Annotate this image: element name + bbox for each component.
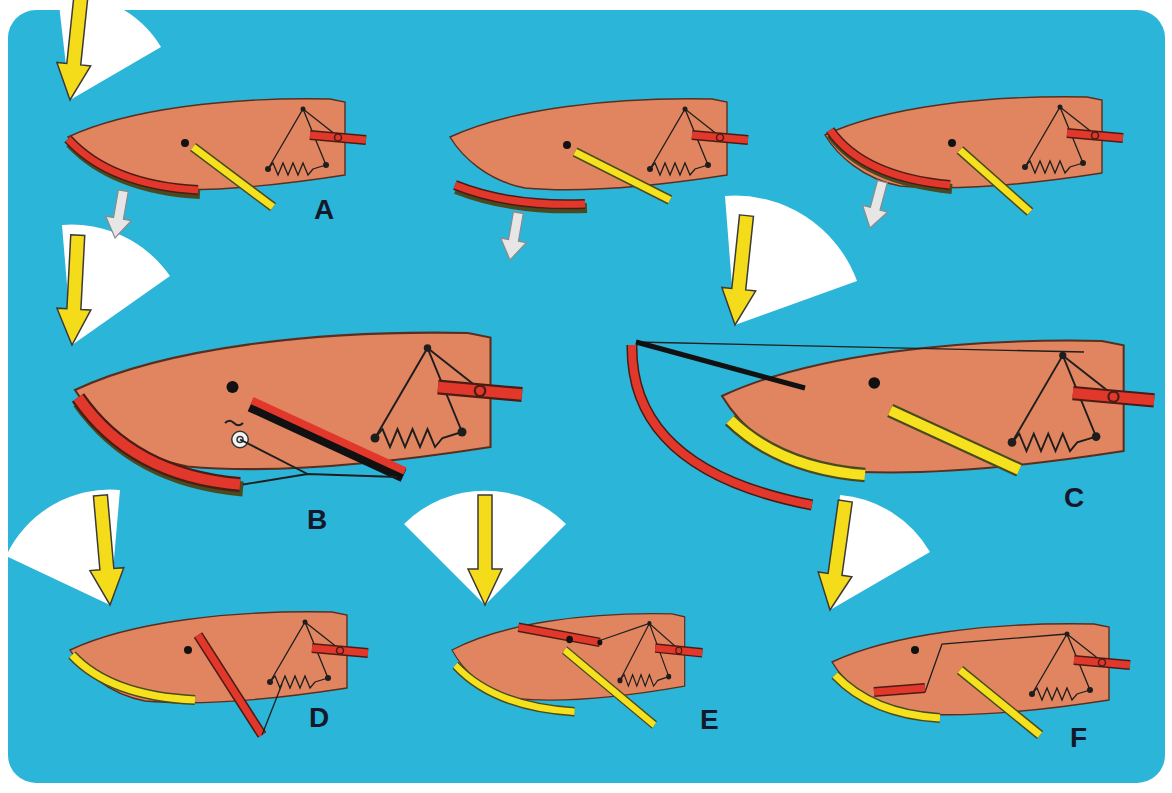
wing-section	[68, 99, 366, 207]
wing-section	[600, 623, 650, 640]
wing-section	[868, 377, 880, 389]
wing-section	[825, 97, 1102, 188]
airflow-arrow	[53, 0, 862, 612]
airflow-arrow	[83, 494, 126, 607]
panel-letter: F	[1070, 724, 1087, 752]
wing-section	[267, 620, 368, 689]
panel-letter: B	[307, 506, 327, 534]
wing-section	[565, 650, 655, 725]
wing-section	[960, 150, 1030, 212]
wing-section	[832, 624, 1130, 735]
wing-section	[243, 474, 398, 485]
wing-section	[455, 665, 574, 712]
wing-section	[78, 398, 240, 485]
wing-section	[518, 627, 599, 642]
wing-section	[450, 99, 748, 209]
wing-section	[597, 640, 602, 646]
wing-section	[70, 612, 368, 735]
wing-section	[563, 141, 571, 149]
wing-section	[874, 688, 925, 692]
wing-section	[68, 139, 198, 190]
wing-section	[948, 139, 956, 147]
wing-section	[240, 440, 308, 475]
wing-section	[565, 650, 655, 725]
panel-letter: E	[700, 706, 719, 734]
downwash-arrow	[857, 178, 895, 231]
wing-section	[647, 107, 748, 176]
wing-section	[830, 130, 950, 185]
airflow-arrow	[55, 234, 95, 346]
wing-section	[455, 185, 585, 204]
wing-section	[193, 147, 273, 207]
wing-section	[617, 621, 702, 686]
angle-sector	[404, 491, 566, 605]
wing-section	[252, 401, 405, 472]
downwash-arrow	[102, 178, 895, 262]
wing-section	[730, 420, 865, 475]
wing-section	[835, 675, 940, 718]
wing-section	[874, 688, 925, 692]
wing-section	[835, 675, 940, 718]
airflow-arrow	[718, 214, 763, 327]
background-panel	[8, 10, 1165, 783]
wing-section	[566, 636, 573, 644]
extended-flap	[636, 342, 805, 388]
wing-section	[518, 627, 599, 642]
wing-section	[960, 670, 1040, 735]
wing-section	[198, 635, 262, 735]
downwash-arrow	[497, 210, 531, 262]
wing-section	[450, 99, 727, 190]
wing-section	[960, 670, 1040, 735]
wing-section	[72, 655, 195, 700]
wing-section	[227, 381, 239, 393]
wing-section	[960, 150, 1030, 212]
wing-section	[575, 152, 670, 200]
wing-section	[455, 185, 585, 204]
extended-flap	[632, 345, 812, 505]
wing-section	[830, 130, 950, 185]
panel-letter: A	[314, 196, 334, 224]
wing-section	[193, 147, 273, 207]
airflow-arrow	[468, 495, 502, 605]
wing-section	[925, 634, 1067, 692]
wing-section	[198, 635, 262, 735]
extended-flap	[632, 345, 812, 505]
wing-section	[68, 139, 198, 190]
extended-flap	[632, 342, 1084, 505]
wing-section	[251, 405, 404, 476]
wing-section	[75, 333, 522, 489]
wing-section	[262, 684, 282, 735]
extended-flap	[636, 342, 1084, 352]
wing-section	[911, 646, 919, 654]
airflow-arrow	[813, 499, 862, 613]
airflow-arrow	[53, 0, 98, 102]
wing-section	[1008, 352, 1154, 451]
wing-section	[72, 655, 195, 700]
downwash-arrow	[102, 188, 136, 240]
wing-section	[452, 614, 702, 725]
wing-section	[722, 341, 1154, 475]
wing-section	[225, 421, 243, 426]
wing-section	[371, 344, 523, 447]
wing-section	[1029, 632, 1130, 701]
wing-section	[825, 97, 1123, 212]
wing-section	[890, 411, 1019, 470]
angle-sector	[6, 0, 930, 610]
panel-letter: C	[1064, 484, 1084, 512]
wing-section	[455, 665, 574, 712]
wing-section	[181, 139, 189, 147]
wing-section	[575, 152, 670, 200]
wing-section	[730, 420, 865, 475]
panel-letter: D	[309, 704, 329, 732]
wing-section	[78, 398, 240, 485]
wing-section	[890, 411, 1019, 470]
wing-section	[1022, 105, 1123, 174]
wing-section	[265, 107, 366, 176]
wing-section	[184, 646, 192, 654]
